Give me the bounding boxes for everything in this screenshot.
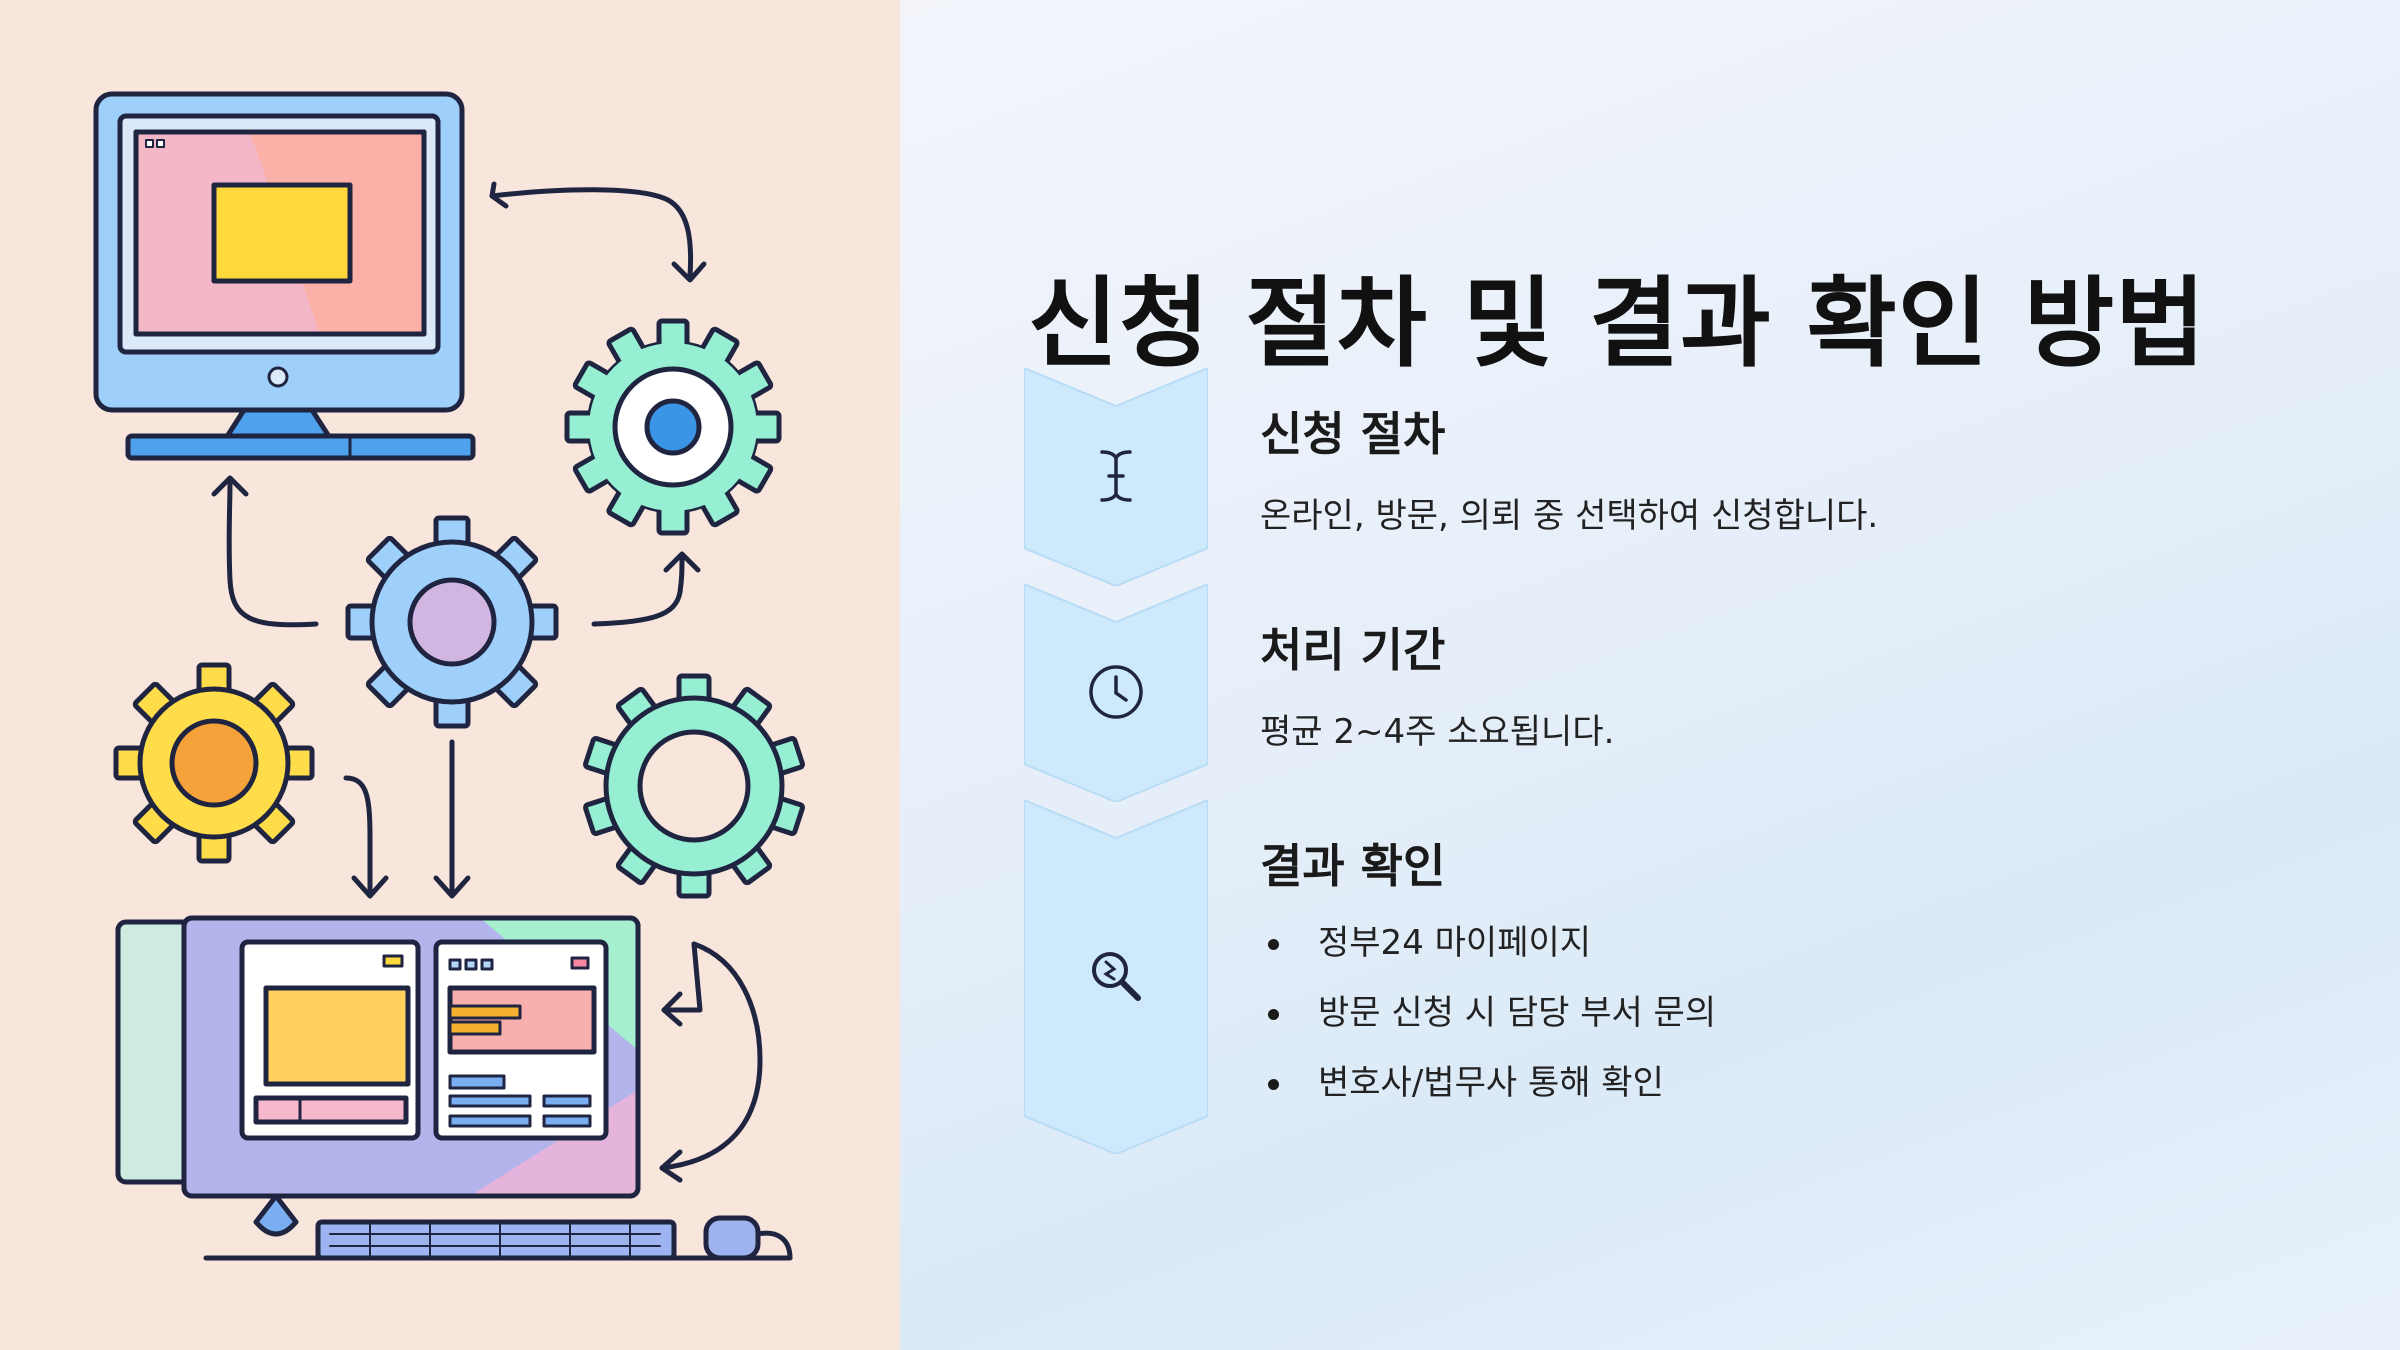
- step-title-application: 신청 절차: [1260, 407, 1446, 461]
- monitor-icon: [115, 915, 793, 1261]
- monitor-icon: [93, 91, 476, 461]
- step-chevron: [1024, 800, 1208, 1154]
- step-description-application: 온라인, 방문, 의뢰 중 선택하여 신청합니다.: [1260, 496, 1879, 536]
- text-cursor-icon: [1084, 444, 1148, 508]
- workflow-illustration: [93, 91, 805, 1261]
- gear-icon: [583, 673, 805, 899]
- gear-icon: [564, 318, 782, 536]
- arrow-icon: [211, 181, 763, 1183]
- keyboard-icon: [315, 1219, 677, 1261]
- step-description-processing: 평균 2~4주 소요됩니다.: [1260, 712, 1615, 752]
- list-item: 정부24 마이페이지: [1260, 915, 1716, 985]
- gear-icon: [345, 515, 559, 729]
- result-bullet-list: 정부24 마이페이지 방문 신청 시 담당 부서 문의 변호사/법무사 통해 확…: [1260, 915, 1716, 1125]
- step-title-processing: 처리 기간: [1260, 623, 1446, 677]
- list-item: 변호사/법무사 통해 확인: [1260, 1055, 1716, 1125]
- page-title: 신청 절차 및 결과 확인 방법: [1028, 266, 2207, 381]
- search-icon: [1084, 944, 1148, 1008]
- illustration-panel: [0, 0, 900, 1350]
- gear-icon: [113, 662, 315, 864]
- mouse-icon: [703, 1215, 793, 1261]
- clock-icon: [1084, 660, 1148, 724]
- list-item: 방문 신청 시 담당 부서 문의: [1260, 985, 1716, 1055]
- step-title-result: 결과 확인: [1260, 839, 1446, 893]
